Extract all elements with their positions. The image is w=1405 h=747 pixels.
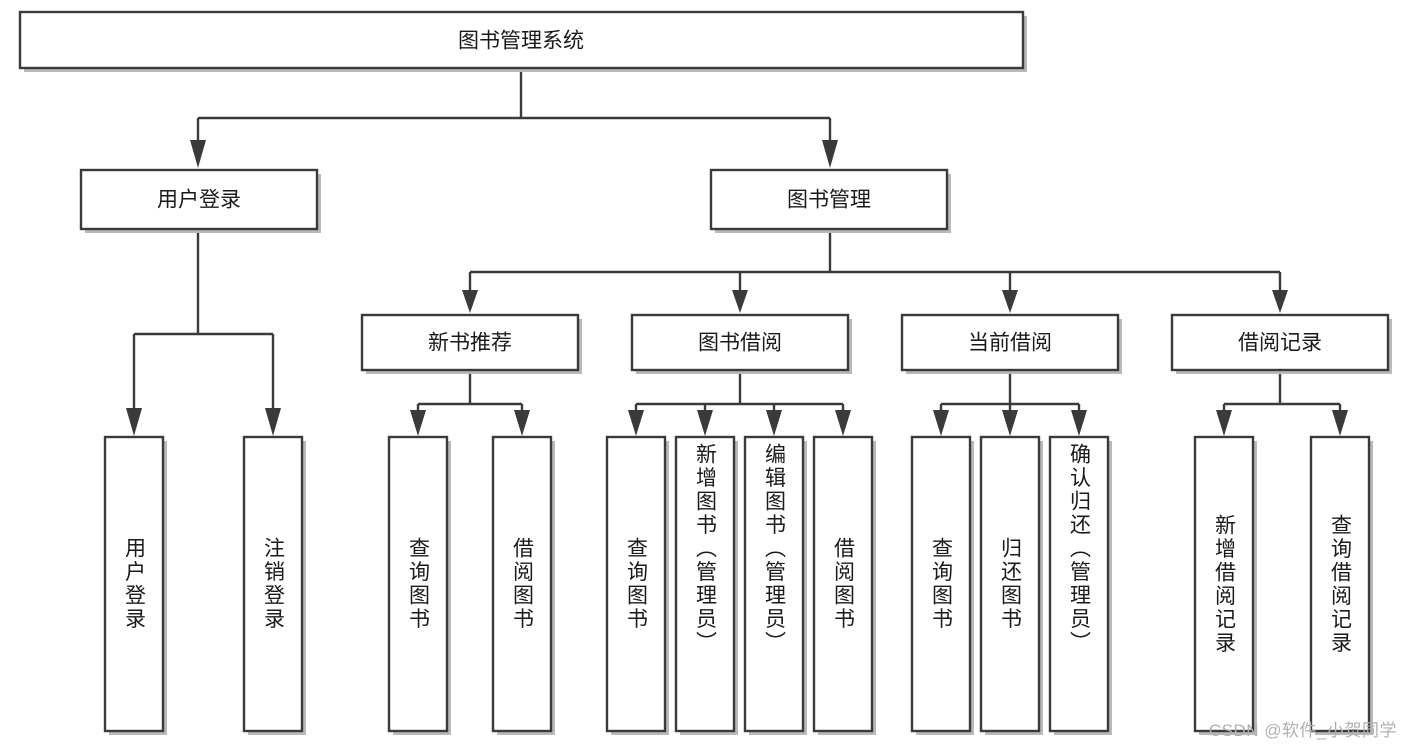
node-book-management-box[interactable]	[709, 168, 949, 231]
node-borrow-record-box[interactable]	[1170, 313, 1390, 372]
watermark-text: CSDN @软件_小贺同学	[1208, 721, 1397, 740]
arrow-root-to-user-login	[190, 140, 206, 168]
arrow-root-to-book-management	[822, 140, 838, 168]
arrow-cb-leaf-1	[933, 410, 949, 436]
arrow-ul-leaf-2	[265, 408, 281, 436]
leaf-confirm-return-box[interactable]	[1048, 435, 1110, 733]
leaf-user-login-box[interactable]	[103, 435, 165, 733]
leaf-add-book-box[interactable]	[674, 435, 736, 733]
node-user-login[interactable]: 用户登录	[79, 168, 321, 233]
leaf-query-book-2-box[interactable]	[605, 435, 667, 733]
node-current-borrow-box[interactable]	[900, 313, 1120, 372]
node-borrow-record[interactable]: 借阅记录	[1170, 313, 1392, 374]
node-new-book-recommend-box[interactable]	[360, 313, 580, 372]
arrow-br-leaf-1	[1216, 410, 1232, 436]
arrow-bm-to-new-book	[462, 290, 478, 313]
arrow-bm-to-current-borrow	[1002, 290, 1018, 313]
arrow-br-leaf-2	[1332, 410, 1348, 436]
connector-group-new-book-recommend	[410, 373, 530, 436]
leaf-query-record-box[interactable]	[1309, 435, 1371, 733]
node-title-label: 图书管理系统	[458, 30, 584, 53]
node-book-borrow-label: 图书借阅	[698, 332, 782, 355]
node-current-borrow-label: 当前借阅	[968, 332, 1052, 355]
arrow-bb-leaf-4	[835, 410, 851, 436]
node-user-login-label: 用户登录	[157, 189, 241, 212]
node-borrow-record-label: 借阅记录	[1238, 332, 1322, 355]
connector-group-user-login	[126, 233, 281, 436]
arrow-bm-to-book-borrow	[732, 290, 748, 313]
leaf-borrow-book-1-box[interactable]	[491, 435, 553, 733]
arrow-nb-leaf-1	[410, 410, 426, 436]
node-title[interactable]: 图书管理系统	[18, 10, 1027, 72]
leaf-return-book-box[interactable]	[979, 435, 1041, 733]
arrow-cb-leaf-3	[1071, 410, 1087, 436]
connector-group-root	[190, 68, 838, 168]
leaf-add-record-box[interactable]	[1193, 435, 1255, 733]
node-new-book-recommend[interactable]: 新书推荐	[360, 313, 582, 374]
node-book-borrow[interactable]: 图书借阅	[630, 313, 852, 374]
arrow-bb-leaf-1	[628, 410, 644, 436]
connector-group-current-borrow	[933, 373, 1087, 436]
node-book-management-label: 图书管理	[787, 189, 871, 212]
node-book-management[interactable]: 图书管理	[709, 168, 951, 233]
leaf-query-book-1-box[interactable]	[387, 435, 449, 733]
node-title-box[interactable]	[18, 10, 1025, 70]
node-current-borrow[interactable]: 当前借阅	[900, 313, 1122, 374]
arrow-bm-to-borrow-record	[1272, 290, 1288, 313]
arrow-bb-leaf-2	[697, 410, 713, 436]
leaf-edit-book-box[interactable]	[743, 435, 805, 733]
connector-group-book-borrow	[628, 373, 851, 436]
node-book-borrow-box[interactable]	[630, 313, 850, 372]
node-new-book-recommend-label: 新书推荐	[428, 332, 512, 355]
leaf-query-book-3-box[interactable]	[910, 435, 972, 733]
arrow-ul-leaf-1	[126, 408, 142, 436]
node-user-login-box[interactable]	[79, 168, 319, 231]
connector-group-book-management	[462, 233, 1288, 313]
leaf-borrow-book-2-box[interactable]	[812, 435, 874, 733]
arrow-nb-leaf-2	[514, 410, 530, 436]
arrow-cb-leaf-2	[1002, 410, 1018, 436]
arrow-bb-leaf-3	[766, 410, 782, 436]
leaf-logout-login-box[interactable]	[242, 435, 304, 733]
connector-group-borrow-record	[1216, 373, 1348, 436]
leaf-boxes	[103, 435, 1373, 735]
